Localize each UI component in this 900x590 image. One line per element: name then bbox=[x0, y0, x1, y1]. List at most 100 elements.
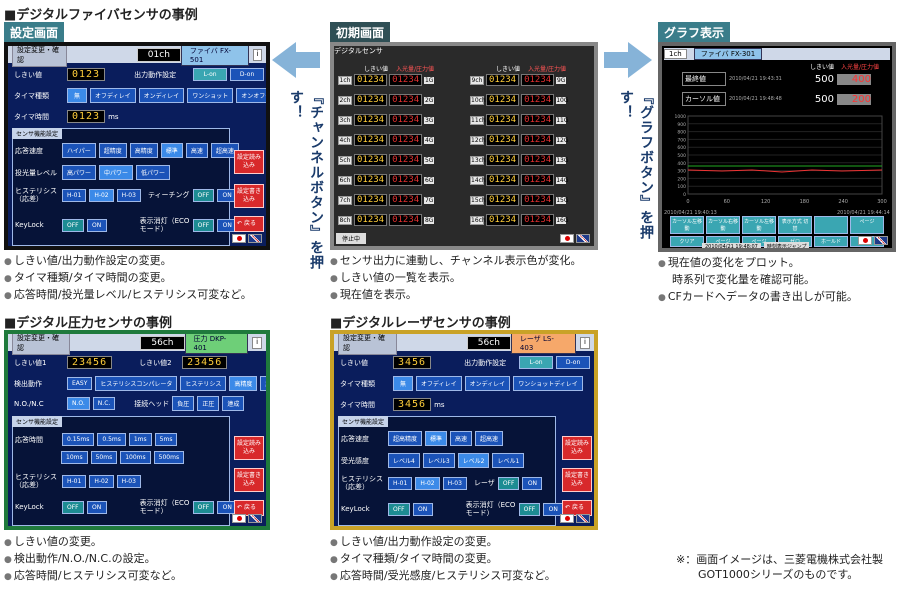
resp-50-button[interactable]: 50ms bbox=[90, 451, 118, 464]
teach-off-button[interactable]: OFF bbox=[192, 188, 215, 202]
detect-precise-button[interactable]: 高精度 bbox=[229, 376, 258, 391]
resp-ultrafast-button[interactable]: 超高速 bbox=[475, 431, 504, 446]
resp-standard-button[interactable]: 標準 bbox=[160, 143, 183, 158]
resp-high-button[interactable]: 高精度 bbox=[129, 143, 158, 158]
channel-button[interactable]: 11ch bbox=[470, 115, 486, 125]
sens-l1-button[interactable]: レベル1 bbox=[492, 453, 525, 468]
detect-hyscomp-button[interactable]: ヒステリシスコンパレータ bbox=[95, 376, 178, 391]
channel-button[interactable]: 4ch bbox=[338, 135, 352, 145]
keylock-off-button[interactable]: OFF bbox=[62, 500, 84, 514]
timer-time-value[interactable]: 3456 bbox=[393, 398, 432, 411]
channel-button[interactable]: 13ch bbox=[470, 155, 486, 165]
l-on-button[interactable]: L-on bbox=[193, 68, 228, 81]
resp-1-button[interactable]: 1ms bbox=[128, 433, 152, 446]
keylock-on-button[interactable]: ON bbox=[86, 218, 107, 232]
channel-button[interactable]: 7ch bbox=[338, 195, 352, 205]
resp-100-button[interactable]: 100ms bbox=[120, 451, 151, 464]
keylock-on-button[interactable]: ON bbox=[412, 502, 433, 516]
settings-tab[interactable]: 設定変更・確認 bbox=[12, 46, 67, 67]
keylock-on-button[interactable]: ON bbox=[86, 500, 107, 514]
graph-control-button[interactable] bbox=[814, 216, 848, 234]
resp-ultraprecise-button[interactable]: 超高精度 bbox=[388, 431, 423, 446]
power-low-button[interactable]: 低パワー bbox=[136, 165, 171, 180]
timer-onoff-button[interactable]: オンオフディレイ bbox=[236, 88, 266, 103]
channel-button[interactable]: 12ch bbox=[470, 135, 486, 145]
japan-flag-icon[interactable] bbox=[858, 236, 872, 245]
info-button[interactable]: i bbox=[252, 48, 262, 61]
resp-5-button[interactable]: 5ms bbox=[154, 433, 178, 446]
uk-flag-icon[interactable] bbox=[874, 236, 888, 245]
read-settings-button[interactable]: 設定読み込み bbox=[562, 436, 592, 460]
resp-fast-button[interactable]: 高速 bbox=[185, 143, 208, 158]
graph-control-button[interactable]: 表示方式 切替 bbox=[778, 216, 812, 234]
hyst-h01-button[interactable]: H-01 bbox=[62, 474, 87, 488]
resp-standard-button[interactable]: 標準 bbox=[425, 431, 448, 446]
resp-500-button[interactable]: 500ms bbox=[153, 451, 185, 464]
info-button[interactable]: i bbox=[580, 336, 590, 349]
graph-control-button[interactable]: カーソル左移動 bbox=[742, 216, 776, 234]
info-button[interactable]: i bbox=[252, 336, 262, 349]
settings-tab[interactable]: 設定変更・確認 bbox=[338, 334, 397, 355]
channel-button[interactable]: 10ch bbox=[470, 95, 486, 105]
eco-off-button[interactable]: OFF bbox=[192, 500, 215, 514]
resp-ultra-button[interactable]: 超精度 bbox=[98, 143, 127, 158]
sens-l4-button[interactable]: レベル4 bbox=[388, 453, 420, 468]
nc-button[interactable]: N.C. bbox=[92, 397, 116, 410]
eco-off-button[interactable]: OFF bbox=[192, 218, 215, 232]
keylock-off-button[interactable]: OFF bbox=[388, 502, 410, 516]
threshold-value[interactable]: 0123 bbox=[67, 68, 106, 81]
graph-control-button[interactable]: ページ bbox=[850, 216, 884, 234]
timer-none-button[interactable]: 無 bbox=[393, 376, 413, 391]
timer-oneshot-button[interactable]: ワンショットディレイ bbox=[513, 376, 583, 391]
channel-button[interactable]: 1ch bbox=[338, 75, 352, 85]
hyst-h03-button[interactable]: H-03 bbox=[442, 476, 467, 490]
channel-button[interactable]: 5ch bbox=[338, 155, 352, 165]
sens-l2-button[interactable]: レベル2 bbox=[457, 453, 490, 468]
hyst-h03-button[interactable]: H-03 bbox=[116, 474, 141, 488]
hyst-h02-button[interactable]: H-02 bbox=[415, 476, 440, 490]
keylock-off-button[interactable]: OFF bbox=[62, 218, 84, 232]
head-positive-button[interactable]: 正圧 bbox=[197, 396, 220, 411]
channel-button[interactable]: 9ch bbox=[470, 75, 484, 85]
head-negative-button[interactable]: 負圧 bbox=[172, 396, 195, 411]
channel-button[interactable]: 14ch bbox=[470, 175, 486, 185]
timer-ondelay-button[interactable]: オンディレイ bbox=[464, 376, 511, 391]
time-jump-button[interactable]: 時刻表示ジャンプ bbox=[763, 242, 810, 248]
hyst-h01-button[interactable]: H-01 bbox=[388, 476, 413, 490]
l-on-button[interactable]: L-on bbox=[519, 356, 554, 369]
channel-button[interactable]: 8ch bbox=[338, 215, 352, 225]
head-compound-button[interactable]: 連成 bbox=[222, 396, 245, 411]
graph-control-button[interactable]: ホールド bbox=[814, 236, 848, 247]
settings-tab[interactable]: 設定変更・確認 bbox=[12, 334, 71, 355]
hyst-h02-button[interactable]: H-02 bbox=[89, 188, 114, 202]
no-button[interactable]: N.O. bbox=[67, 397, 90, 410]
threshold1-value[interactable]: 23456 bbox=[67, 356, 113, 369]
japan-flag-icon[interactable] bbox=[560, 514, 574, 523]
channel-button[interactable]: 16ch bbox=[470, 215, 486, 225]
timer-ondelay-button[interactable]: オンディレイ bbox=[138, 88, 185, 103]
japan-flag-icon[interactable] bbox=[232, 514, 246, 523]
eco-off-button[interactable]: OFF bbox=[518, 502, 541, 516]
hyst-h01-button[interactable]: H-01 bbox=[62, 188, 87, 202]
threshold-value[interactable]: 3456 bbox=[393, 356, 432, 369]
read-settings-button[interactable]: 設定読み込み bbox=[234, 150, 264, 174]
d-on-button[interactable]: D-on bbox=[230, 68, 265, 81]
sensor-function-tab[interactable]: センサ機能設定 bbox=[12, 128, 63, 139]
uk-flag-icon[interactable] bbox=[248, 514, 262, 523]
threshold2-value[interactable]: 23456 bbox=[182, 356, 228, 369]
uk-flag-icon[interactable] bbox=[248, 234, 262, 243]
channel-button[interactable]: 6ch bbox=[338, 175, 352, 185]
graph-control-button[interactable]: カーソル左移動 bbox=[670, 216, 704, 234]
resp-hyper-button[interactable]: ハイパー bbox=[62, 143, 96, 158]
laser-on-button[interactable]: ON bbox=[522, 476, 543, 490]
resp-fast-button[interactable]: 高速 bbox=[450, 431, 473, 446]
channel-button[interactable]: 3ch bbox=[338, 115, 352, 125]
d-on-button[interactable]: D-on bbox=[556, 356, 591, 369]
japan-flag-icon[interactable] bbox=[232, 234, 246, 243]
japan-flag-icon[interactable] bbox=[560, 234, 574, 243]
sensor-function-tab[interactable]: センサ機能設定 bbox=[338, 416, 389, 427]
timer-none-button[interactable]: 無 bbox=[67, 88, 87, 103]
write-settings-button[interactable]: 設定書き込み bbox=[234, 468, 264, 492]
write-settings-button[interactable]: 設定書き込み bbox=[234, 184, 264, 208]
